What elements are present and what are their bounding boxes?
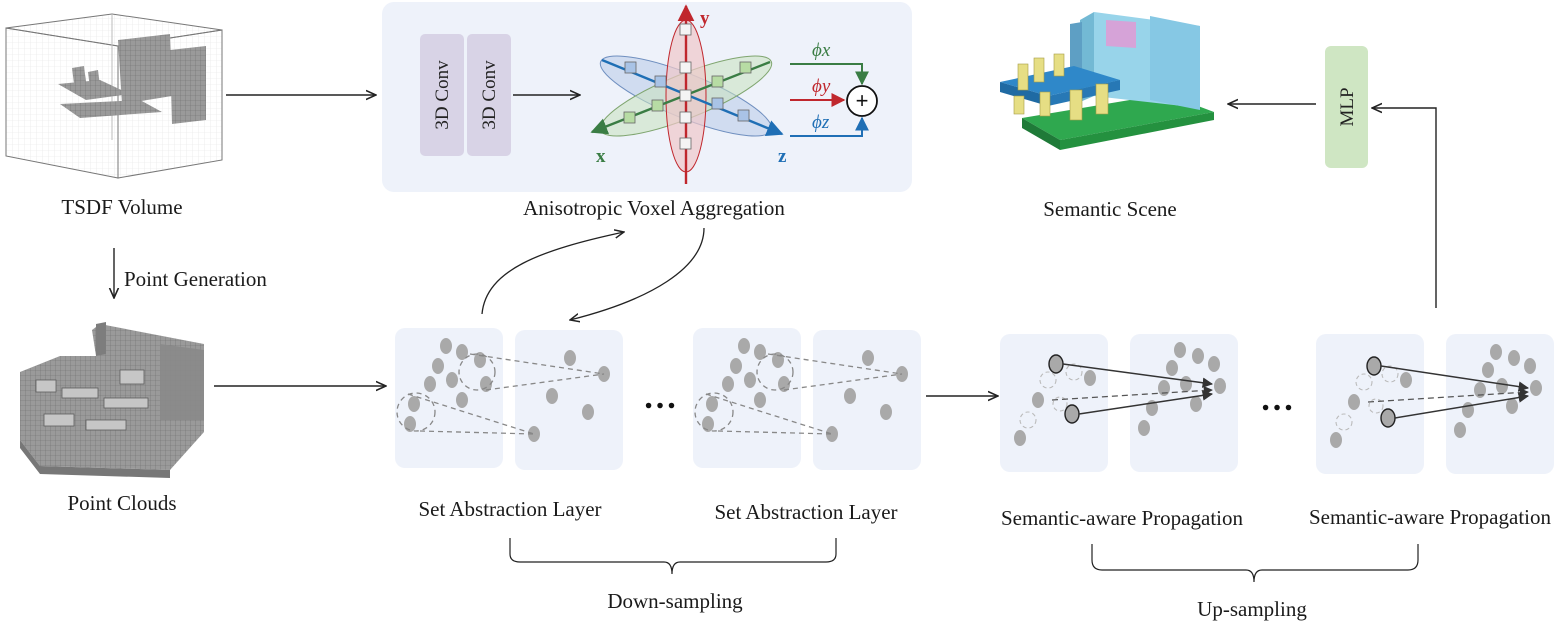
ellipsis-1: … [643, 379, 677, 416]
down-sampling-brace [509, 538, 837, 575]
point-generation-label: Point Generation [124, 267, 267, 291]
conv-box-1 [420, 34, 464, 156]
conv-label-1: 3D Conv [432, 60, 453, 130]
axis-x-label: x [596, 146, 606, 167]
tsdf-volume-graphic [5, 13, 223, 179]
tsdf-volume-label: TSDF Volume [61, 195, 182, 219]
phi-z-label: ϕz [812, 112, 830, 133]
anisotropic-label: Anisotropic Voxel Aggregation [523, 196, 785, 220]
set-abstraction-1-graphic [395, 328, 623, 470]
semantic-scene-label: Semantic Scene [1043, 197, 1177, 221]
phi-y-label: ϕy [812, 76, 831, 97]
conv-label-2: 3D Conv [479, 60, 500, 130]
sa-to-aggregation-arrow [481, 232, 624, 315]
axis-y-label: y [700, 8, 710, 29]
point-clouds-label: Point Clouds [67, 491, 176, 515]
up-sampling-brace [1091, 544, 1419, 583]
axis-z-label: z [778, 146, 787, 167]
sum-symbol: + [856, 88, 869, 113]
mlp-label: MLP [1337, 87, 1358, 126]
conv-box-2 [467, 34, 511, 156]
set-abstraction-2-graphic [693, 328, 921, 470]
phi-z-path [790, 116, 869, 137]
phi-x-label: ϕx [812, 40, 831, 61]
anisotropic-kernel-graphic [590, 4, 784, 184]
set-abstraction-2-label: Set Abstraction Layer [714, 500, 897, 524]
semantic-scene-graphic [1000, 12, 1214, 150]
mlp-box [1325, 46, 1368, 168]
semantic-propagation-2-label: Semantic-aware Propagation [1309, 505, 1551, 529]
set-abstraction-1-label: Set Abstraction Layer [418, 497, 601, 521]
point-clouds-graphic [20, 322, 204, 478]
semantic-propagation-1-label: Semantic-aware Propagation [1001, 506, 1243, 530]
semantic-propagation-1-graphic [1000, 334, 1238, 472]
ellipsis-2: … [1260, 381, 1294, 418]
aggregation-to-sa-arrow [570, 227, 705, 320]
sum-node [846, 85, 878, 117]
sp-to-mlp-arrow [1372, 108, 1437, 308]
semantic-propagation-2-graphic [1316, 334, 1554, 474]
phi-x-path [790, 63, 869, 86]
down-sampling-label: Down-sampling [607, 589, 743, 613]
up-sampling-label: Up-sampling [1197, 597, 1307, 621]
